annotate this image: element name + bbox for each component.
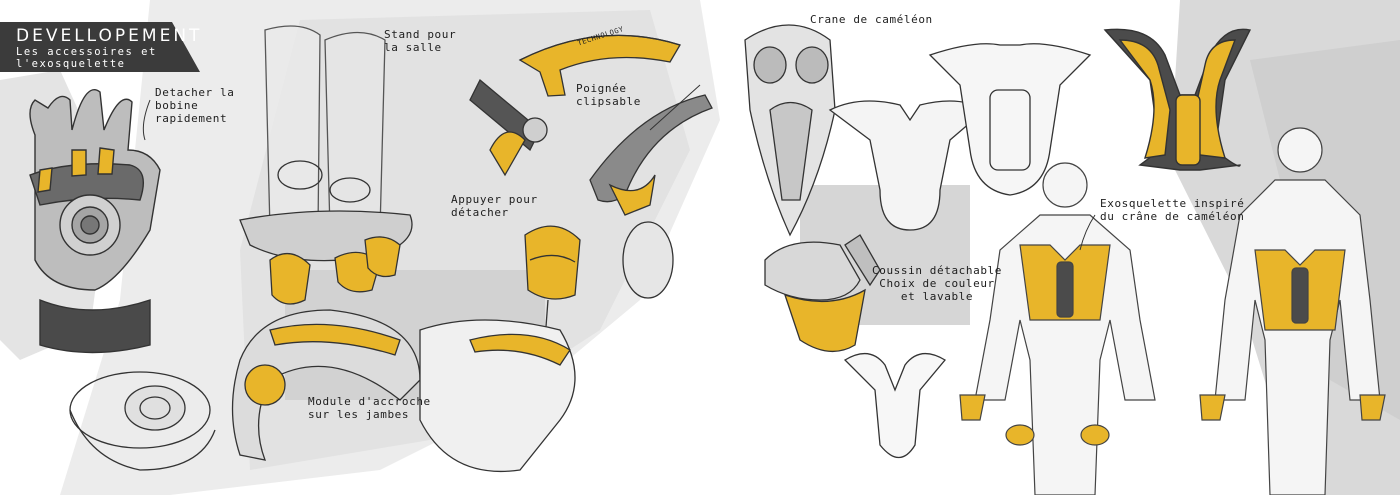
glove-sketch (29, 89, 161, 354)
leg-ring-sketch (231, 309, 576, 473)
exo-colored-sketch (1103, 28, 1252, 171)
title-banner (0, 22, 200, 72)
leg-module-sketch (524, 225, 581, 341)
chameleon-skull-sketch (744, 24, 836, 237)
cushion-sketch (764, 234, 881, 352)
clip-handle-sketch (589, 94, 713, 299)
page-title: DEVELLOPEMENT (16, 26, 203, 46)
label-leg-module: Module d'accroche sur les jambes (308, 395, 431, 421)
label-clip-handle: Poignée clipsable (576, 82, 642, 108)
body-front-sketch (959, 162, 1156, 495)
label-exo-inspired: Exosquelette inspiré du crâne de caméléo… (1100, 197, 1245, 223)
label-chameleon-skull: Crane de caméléon (810, 13, 933, 26)
label-detach-coil: Detacher la bobine rapidement (155, 86, 235, 125)
label-cushion: Coussin détachable Choix de couleur et l… (872, 264, 1003, 303)
label-press-detach: Appuyer pour détacher (451, 193, 538, 219)
stand-sketch (239, 25, 413, 305)
handle-sketch (469, 34, 681, 177)
page-subtitle: Les accessoires et l'exosquelette (16, 46, 157, 70)
wrist-ring-sketch (69, 371, 216, 471)
exo-sketch-outline (828, 43, 1092, 459)
body-back-sketch (1199, 127, 1386, 495)
label-room-stand: Stand pour la salle (384, 28, 457, 54)
annotation-arrows (142, 84, 1096, 251)
